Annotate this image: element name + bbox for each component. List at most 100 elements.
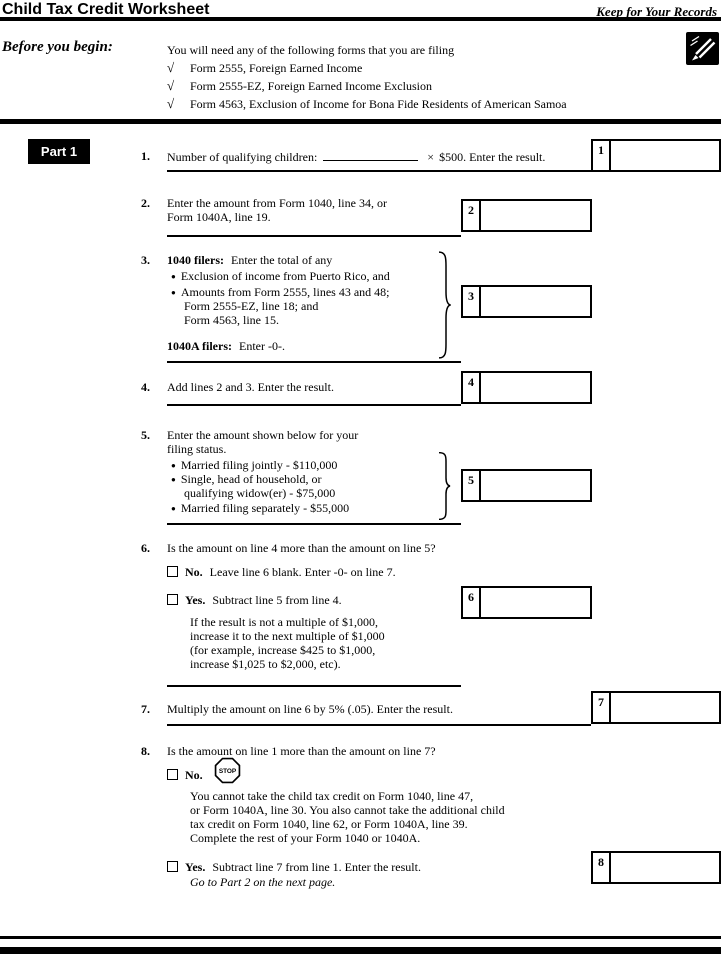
multiply-sign: ×: [427, 150, 435, 164]
line3-bullet1: ●Exclusion of income from Puerto Rico, a…: [171, 269, 390, 284]
line5-bullet2-cont: qualifying widow(er) - $75,000: [184, 486, 336, 500]
yes-label: Yes.: [185, 593, 206, 607]
bullet-icon: ●: [171, 460, 176, 470]
line7-box-digit: 7: [598, 695, 604, 709]
part1-label: Part 1: [28, 139, 90, 164]
line7-text: Multiply the amount on line 6 by 5% (.05…: [167, 702, 453, 716]
line6-box-digit: 6: [468, 590, 474, 604]
text-line: Enter the amount from Form 1040, line 34…: [167, 196, 387, 210]
section-divider: [0, 119, 721, 124]
text-line: filing status.: [167, 442, 227, 456]
before-you-begin-label: Before you begin:: [2, 39, 113, 55]
line5-bullet2: ●Single, head of household, or: [171, 472, 322, 487]
line3-number: 3.: [141, 253, 150, 267]
line7-rule: [167, 724, 591, 726]
line2-entry-box[interactable]: [481, 199, 592, 232]
no-label: No.: [185, 565, 203, 579]
text-line: increase it to the next multiple of $1,0…: [190, 629, 385, 643]
line1-number: 1.: [141, 149, 150, 163]
before-form-item: Form 2555, Foreign Earned Income: [190, 61, 363, 75]
keep-for-records-note: Keep for Your Records: [596, 4, 717, 19]
line1-blank-field[interactable]: [323, 149, 419, 161]
line1-label: Number of qualifying children:: [167, 150, 318, 164]
line3-head: 1040 filers: Enter the total of any: [167, 253, 332, 268]
line7-entry-box[interactable]: [611, 691, 721, 724]
line5-entry-box[interactable]: [481, 469, 592, 502]
line2-rule: [167, 235, 461, 237]
line3-entry-box[interactable]: [481, 285, 592, 318]
line6-rule: [167, 685, 461, 687]
header-divider: [0, 17, 721, 21]
brace-line5: [437, 452, 451, 520]
bottom-divider-thin: [0, 936, 721, 939]
line3-1040-filers-label: 1040 filers:: [167, 253, 224, 267]
line1-rule: [167, 170, 591, 172]
bullet-text: Amounts from Form 2555, lines 43 and 48;: [180, 285, 390, 299]
line4-number: 4.: [141, 380, 150, 394]
line6-question: Is the amount on line 4 more than the am…: [167, 541, 436, 555]
bullet-text: Married filing separately - $55,000: [180, 501, 350, 515]
line4-box-digit: 4: [468, 375, 474, 389]
line8-question: Is the amount on line 1 more than the am…: [167, 744, 436, 758]
line8-entry-box[interactable]: [611, 851, 721, 884]
line8-yes-checkbox[interactable]: [167, 861, 178, 872]
bullet-text: Married filing jointly - $110,000: [180, 458, 338, 472]
checkmark-icon: √: [167, 96, 175, 111]
line6-entry-box[interactable]: [481, 586, 592, 619]
line3-box-digit: 3: [468, 289, 474, 303]
text-line: or Form 1040A, line 30. You also cannot …: [190, 803, 505, 817]
line6-number-box: 6: [461, 586, 481, 619]
line6-yes-text: Yes. Subtract line 5 from line 4.: [185, 593, 342, 608]
line5-bullet1: ● Married filing jointly - $110,000: [171, 458, 337, 473]
line5-number-box: 5: [461, 469, 481, 502]
checkmark-icon: √: [167, 78, 175, 93]
yes-label: Yes.: [185, 860, 206, 874]
text-line: Form 1040A, line 19.: [167, 210, 271, 224]
line5-head: Enter the amount shown below for your fi…: [167, 428, 358, 456]
line5-bullet3: ●Married filing separately - $55,000: [171, 501, 349, 516]
line3-1040a-filers-label: 1040A filers:: [167, 339, 232, 353]
line3-rule: [167, 361, 461, 363]
no-label: No.: [185, 768, 203, 782]
line3-bullet2: ● Amounts from Form 2555, lines 43 and 48…: [171, 285, 390, 300]
line6-number: 6.: [141, 541, 150, 555]
line4-entry-box[interactable]: [481, 371, 592, 404]
pencil-icon: [686, 32, 719, 65]
bottom-divider-thick: [0, 947, 721, 954]
bullet-text: Single, head of household, or: [180, 472, 322, 486]
before-intro: You will need any of the following forms…: [167, 43, 455, 57]
stop-label: STOP: [219, 768, 237, 775]
line3-1040a-filers-text: Enter -0-.: [239, 339, 285, 353]
line8-no-text: No.: [185, 768, 203, 783]
line6-note: If the result is not a multiple of $1,00…: [190, 615, 385, 671]
line6-no-checkbox[interactable]: [167, 566, 178, 577]
line5-box-digit: 5: [468, 473, 474, 487]
text-line: You cannot take the child tax credit on …: [190, 789, 474, 803]
line8-no-checkbox[interactable]: [167, 769, 178, 780]
text-line: Enter the amount shown below for your: [167, 428, 359, 442]
line8-number-box: 8: [591, 851, 611, 884]
bullet-icon: ●: [171, 271, 176, 281]
before-form-item: Form 4563, Exclusion of Income for Bona …: [190, 97, 567, 111]
line7-number-box: 7: [591, 691, 611, 724]
text-line: increase $1,025 to $2,000, etc).: [190, 657, 341, 671]
line3-bullet2-cont: Form 2555-EZ, line 18; and: [184, 299, 319, 313]
line6-no-text: No. Leave line 6 blank. Enter -0- on lin…: [185, 565, 396, 580]
line2-box-digit: 2: [468, 203, 474, 217]
page-title: Child Tax Credit Worksheet: [2, 1, 210, 18]
line7-number: 7.: [141, 702, 150, 716]
line1-text: Number of qualifying children: ×$500. En…: [167, 149, 545, 165]
line3-foot: 1040A filers: Enter -0-.: [167, 339, 285, 354]
line6-yes-checkbox[interactable]: [167, 594, 178, 605]
before-form-item: Form 2555-EZ, Foreign Earned Income Excl…: [190, 79, 432, 93]
stop-icon: STOP: [214, 757, 241, 784]
yes-instruction: Subtract line 5 from line 4.: [212, 593, 342, 607]
checkmark-icon: √: [167, 60, 175, 75]
line5-number: 5.: [141, 428, 150, 442]
line1-entry-box[interactable]: [611, 139, 721, 172]
line1-box-digit: 1: [598, 143, 604, 157]
bullet-icon: ●: [171, 287, 176, 297]
yes-instruction: Subtract line 7 from line 1. Enter the r…: [212, 860, 421, 874]
line3-bullet2-cont: Form 4563, line 15.: [184, 313, 279, 327]
